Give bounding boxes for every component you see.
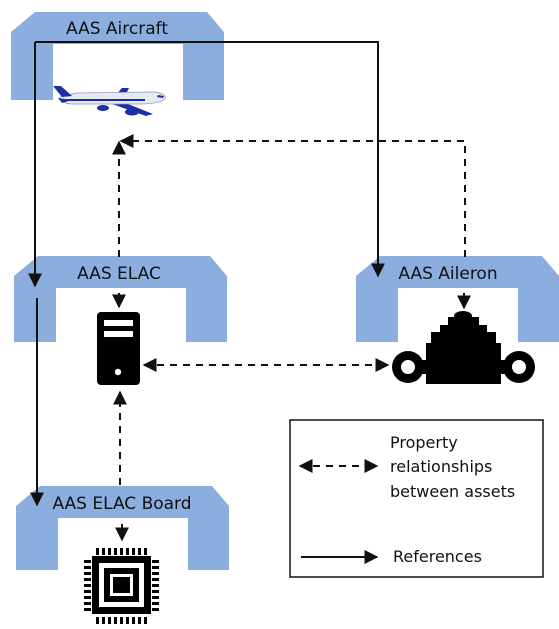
legend-property-line2: relationships	[390, 457, 492, 476]
legend-box	[289, 419, 544, 578]
chip-icon	[84, 548, 159, 624]
elac-board-frame	[16, 486, 229, 570]
elac-title: AAS ELAC	[77, 264, 161, 284]
airplane-icon	[53, 86, 166, 116]
elac-board-title: AAS ELAC Board	[52, 494, 191, 514]
legend-property-line3: between assets	[390, 482, 515, 501]
prop-aileron-to-aircraft	[119, 134, 466, 257]
node-aas-aircraft: AAS Aircraft	[11, 12, 224, 116]
property-arrows	[112, 134, 471, 542]
aircraft-frame	[11, 12, 224, 100]
legend-references: References	[393, 547, 482, 566]
aircraft-title: AAS Aircraft	[66, 19, 168, 39]
node-aas-elac: AAS ELAC	[14, 256, 227, 385]
aileron-actuator-icon	[392, 311, 535, 384]
elac-frame	[14, 256, 227, 342]
node-aas-aileron: AAS Aileron	[356, 256, 559, 384]
aileron-title: AAS Aileron	[398, 264, 497, 284]
reference-arrows	[28, 41, 378, 507]
legend: Property relationships between assets Re…	[289, 419, 544, 578]
server-icon	[97, 312, 140, 385]
node-aas-elac-board: AAS ELAC Board	[16, 486, 229, 624]
aileron-frame	[356, 256, 559, 342]
ref-aircraft-to-aileron	[35, 41, 378, 276]
legend-property-line1: Property	[390, 433, 458, 452]
